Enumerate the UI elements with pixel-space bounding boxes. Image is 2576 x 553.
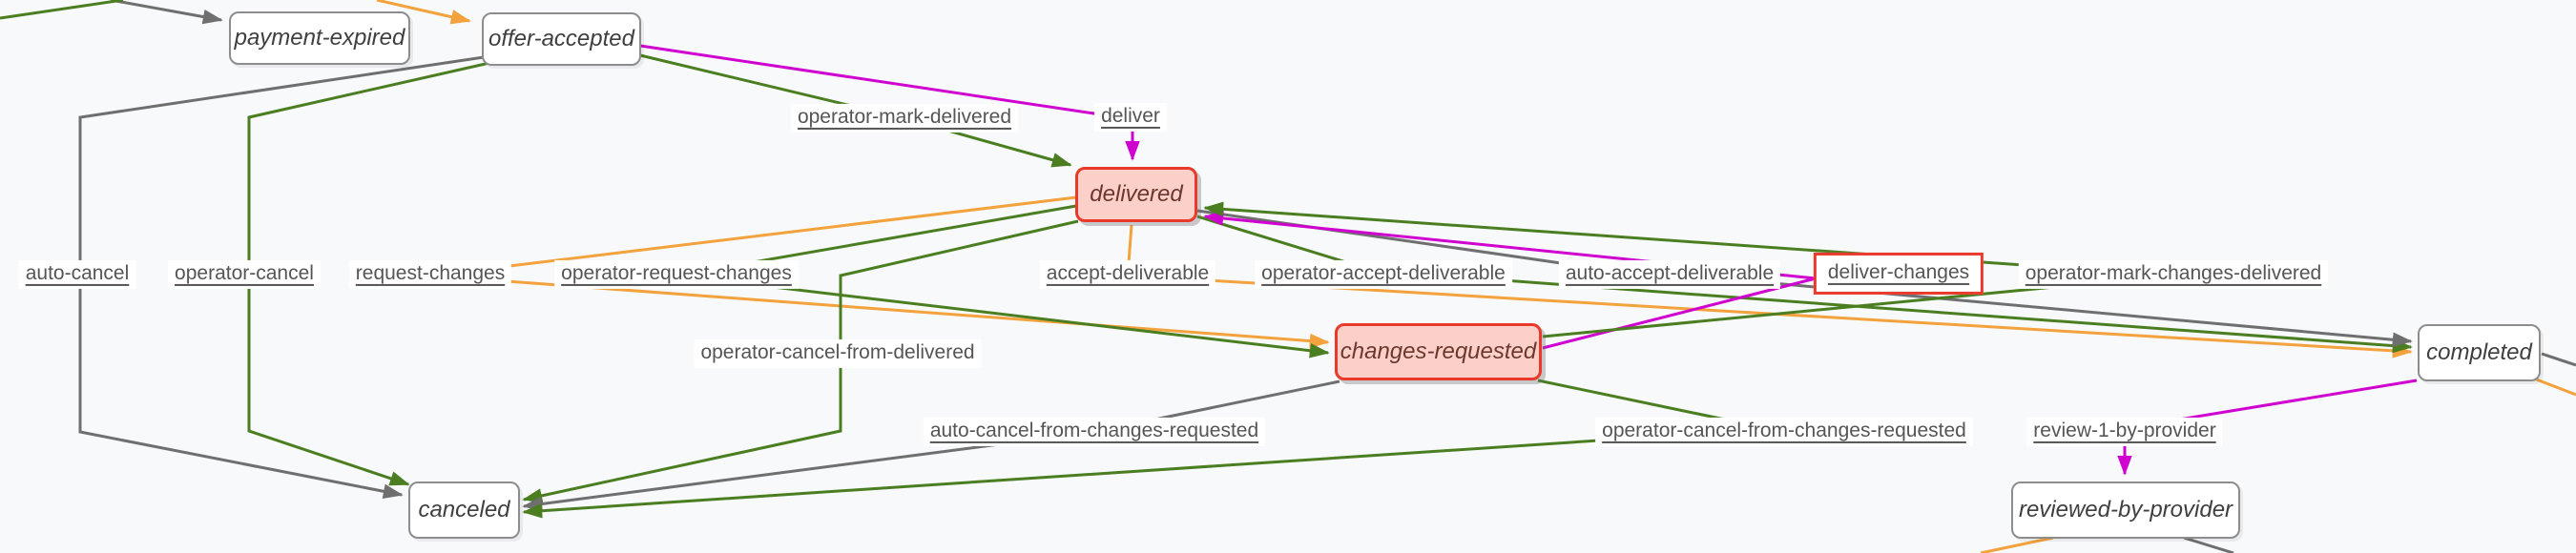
edge-label-operator-mark-delivered[interactable]: operator-mark-delivered — [790, 103, 1019, 133]
edge-reviewed-exit-bottom-right[interactable] — [2183, 536, 2234, 553]
edge-completed-exit-right-lower[interactable] — [2533, 377, 2576, 397]
edge-into-offer-accepted[interactable] — [376, 0, 471, 25]
node-reviewed-by-provider[interactable]: reviewed-by-provider — [2011, 481, 2240, 539]
edge-label-operator-cancel[interactable]: operator-cancel — [168, 259, 321, 290]
edge-label-request-changes[interactable]: request-changes — [348, 259, 512, 290]
edge-into-payment-expired[interactable] — [110, 0, 223, 25]
edge-label-deliver[interactable]: deliver — [1094, 102, 1167, 133]
edge-deliver[interactable] — [639, 44, 1140, 161]
node-offer-accepted[interactable]: offer-accepted — [482, 12, 641, 66]
node-changes-requested[interactable]: changes-requested — [1335, 323, 1542, 380]
edge-label-operator-cancel-from-delivered[interactable]: operator-cancel-from-delivered — [694, 338, 982, 369]
node-delivered[interactable]: delivered — [1075, 167, 1197, 222]
node-completed[interactable]: completed — [2418, 324, 2541, 381]
edge-label-review-1-by-provider[interactable]: review-1-by-provider — [2026, 417, 2223, 447]
edge-label-auto-cancel-from-changes-requested[interactable]: auto-cancel-from-changes-requested — [923, 417, 1266, 447]
node-payment-expired[interactable]: payment-expired — [229, 11, 410, 65]
edge-completed-exit-right-upper[interactable] — [2541, 352, 2576, 367]
edge-label-operator-request-changes[interactable]: operator-request-changes — [554, 259, 799, 290]
edge-label-operator-accept-deliverable[interactable]: operator-accept-deliverable — [1255, 259, 1512, 290]
edge-label-operator-cancel-from-changes-requested[interactable]: operator-cancel-from-changes-requested — [1595, 417, 1973, 447]
edge-reviewed-exit-bottom-left[interactable] — [1980, 536, 2054, 553]
node-canceled[interactable]: canceled — [408, 481, 520, 539]
edge-label-deliver-changes[interactable]: deliver-changes — [1813, 252, 1984, 296]
edge-top-left-crossing[interactable] — [0, 0, 124, 20]
edge-label-auto-cancel[interactable]: auto-cancel — [18, 259, 136, 290]
edge-label-operator-mark-changes-delivered[interactable]: operator-mark-changes-delivered — [2018, 259, 2329, 290]
edge-label-accept-deliverable[interactable]: accept-deliverable — [1039, 259, 1216, 290]
edge-label-auto-accept-deliverable[interactable]: auto-accept-deliverable — [1558, 259, 1781, 290]
